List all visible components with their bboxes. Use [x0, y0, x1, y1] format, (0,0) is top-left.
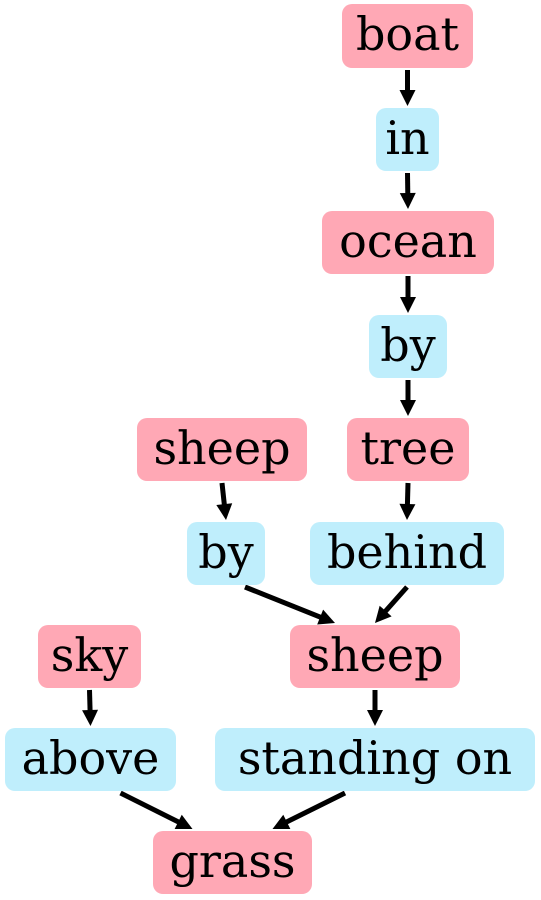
- node-by-2: by: [187, 522, 265, 585]
- node-sheep-1: sheep: [137, 418, 307, 481]
- arrowhead-ocean-to-by1: [400, 297, 416, 313]
- node-above: above: [5, 728, 176, 791]
- node-sky: sky: [38, 625, 141, 688]
- edge-by2-to-sheep2: [244, 584, 323, 621]
- node-ocean: ocean: [322, 211, 494, 274]
- edge-tree-to-behind: [404, 482, 411, 507]
- edge-above-to-grass: [119, 790, 182, 825]
- edge-sheep1-to-by2: [219, 482, 227, 507]
- node-boat: boat: [342, 4, 473, 68]
- arrowhead-by2-to-sheep2: [317, 609, 335, 625]
- edge-sky-to-above: [87, 689, 93, 713]
- node-by-1: by: [369, 315, 447, 378]
- node-grass: grass: [153, 831, 312, 894]
- arrowhead-standing_on-to-grass: [272, 814, 291, 830]
- arrowhead-sheep1-to-by2: [216, 503, 233, 520]
- arrowhead-above-to-grass: [174, 814, 193, 829]
- arrowhead-behind-to-sheep2: [375, 605, 392, 623]
- edge-behind-to-sheep2: [382, 585, 409, 615]
- arrowhead-sky-to-above: [82, 709, 99, 726]
- arrowhead-in-to-ocean: [399, 192, 416, 209]
- arrowhead-boat-to-in: [399, 90, 416, 106]
- node-behind: behind: [310, 522, 504, 585]
- node-tree: tree: [347, 418, 469, 481]
- node-in: in: [376, 108, 439, 171]
- arrowhead-tree-to-behind: [399, 503, 416, 520]
- node-sheep-2: sheep: [290, 625, 460, 688]
- arrowhead-by1-to-tree: [400, 400, 416, 416]
- arrowhead-sheep2-to-standing_on: [367, 710, 383, 726]
- node-standing-on: standing on: [215, 728, 535, 791]
- edge-standing_on-to-grass: [283, 790, 347, 826]
